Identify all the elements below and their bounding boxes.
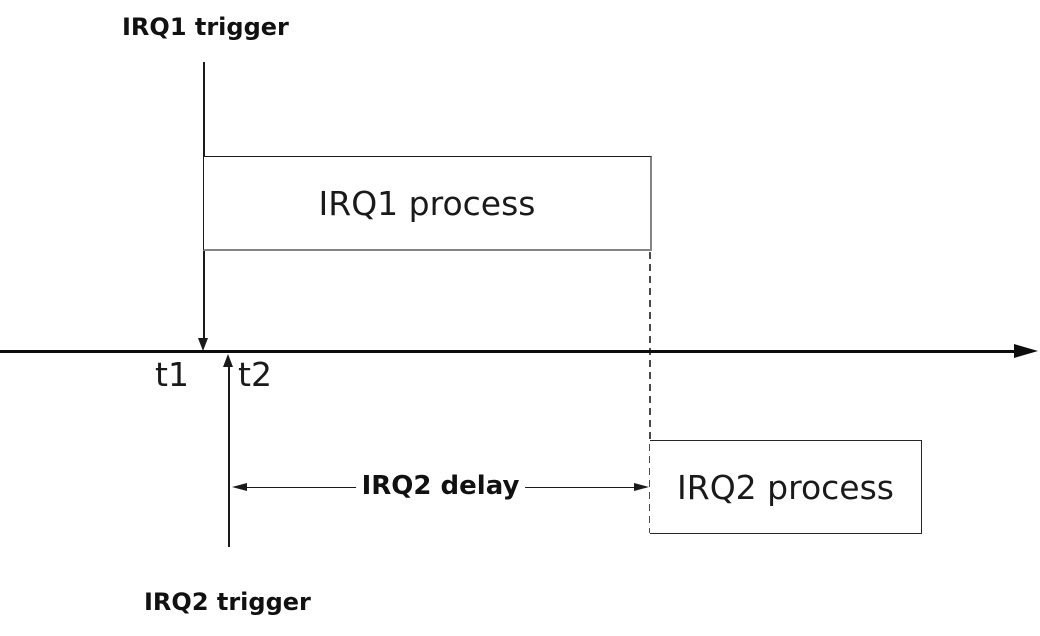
right-arrowhead-icon xyxy=(1014,344,1038,358)
irq2-process-box: IRQ2 process xyxy=(650,440,922,534)
irq2-process-label: IRQ2 process xyxy=(677,467,894,507)
t1-label: t1 xyxy=(155,355,189,394)
dashed-projection-line xyxy=(649,252,651,533)
irq1-trigger-label: IRQ1 trigger xyxy=(122,13,289,41)
time-axis-line xyxy=(0,350,1015,353)
down-arrowhead-icon xyxy=(198,338,208,351)
right-arrowhead-icon xyxy=(634,483,649,491)
irq1-process-box: IRQ1 process xyxy=(203,156,652,251)
irq2-trigger-label: IRQ2 trigger xyxy=(144,588,311,616)
irq1-process-label: IRQ1 process xyxy=(318,183,536,223)
irq2-trigger-line xyxy=(228,364,230,547)
up-arrowhead-icon xyxy=(223,354,233,367)
irq2-delay-arrow: IRQ2 delay xyxy=(232,470,649,504)
irq2-delay-label: IRQ2 delay xyxy=(355,470,526,501)
left-arrowhead-icon xyxy=(232,483,247,491)
t2-label: t2 xyxy=(238,355,272,394)
